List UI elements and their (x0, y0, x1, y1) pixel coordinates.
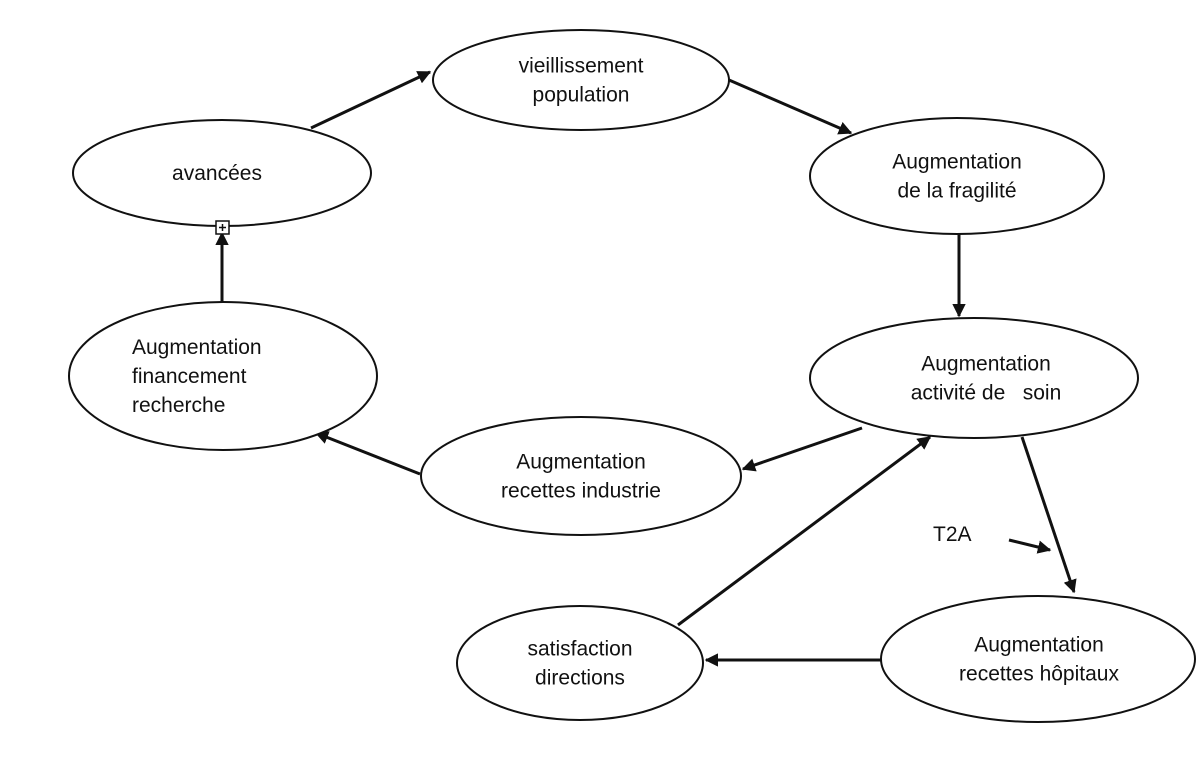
edge-satisfaction-to-activite (677, 435, 932, 627)
node-vieillissement-shape (432, 29, 730, 131)
node-industrie: Augmentation recettes industrie (420, 416, 742, 536)
edges (215, 70, 1077, 667)
node-industrie-label-line: Augmentation (516, 451, 646, 474)
node-vieillissement-label-line: vieillissement (519, 55, 644, 78)
node-activite-shape (809, 317, 1139, 439)
node-activite: Augmentation activité de soin (809, 317, 1139, 439)
nodes: avancées vieillissement populationAugmenta… (68, 29, 1196, 723)
node-financement-label-line: Augmentation (132, 336, 262, 359)
node-industrie-shape (420, 416, 742, 536)
node-financement: Augmentation financement recherche (68, 301, 378, 451)
edge-activite-to-hopitaux (1020, 436, 1077, 594)
node-avancees-label-line: avancées (172, 162, 262, 185)
node-fragilite-shape (809, 117, 1105, 235)
annotations: T2A (215, 220, 1052, 554)
node-hopitaux: Augmentation recettes hôpitaux (880, 595, 1196, 723)
edge-industrie-to-financement (314, 431, 421, 476)
node-activite-label-line: activité de soin (911, 382, 1062, 405)
node-hopitaux-label-line: recettes hôpitaux (959, 663, 1119, 686)
node-satisfaction-label-line: satisfaction (527, 638, 632, 661)
node-fragilite: Augmentation de la fragilité (809, 117, 1105, 235)
node-fragilite-label-line: de la fragilité (897, 180, 1016, 203)
edge-vieillissement-to-fragilite (728, 78, 853, 135)
node-financement-shape (68, 301, 378, 451)
node-satisfaction-shape (456, 605, 704, 721)
node-vieillissement: vieillissement population (432, 29, 730, 131)
node-financement-label-line: financement (132, 365, 247, 388)
node-hopitaux-shape (880, 595, 1196, 723)
node-avancees: avancées (72, 119, 372, 227)
node-financement-label-line: recherche (132, 394, 225, 417)
edge-avancees-to-vieillissement (310, 70, 432, 130)
expand-marker-icon[interactable] (215, 220, 230, 235)
node-industrie-label-line: recettes industrie (501, 480, 661, 503)
node-hopitaux-label-line: Augmentation (974, 634, 1104, 657)
node-satisfaction: satisfaction directions (456, 605, 704, 721)
node-activite-label-line: Augmentation (921, 353, 1051, 376)
edge-activite-to-industrie (741, 426, 863, 472)
t2a-label: T2A (933, 523, 972, 546)
node-vieillissement-label-line: population (533, 84, 630, 107)
t2a-pointer-arrow (1008, 538, 1052, 554)
node-satisfaction-label-line: directions (535, 667, 625, 690)
node-fragilite-label-line: Augmentation (892, 151, 1022, 174)
